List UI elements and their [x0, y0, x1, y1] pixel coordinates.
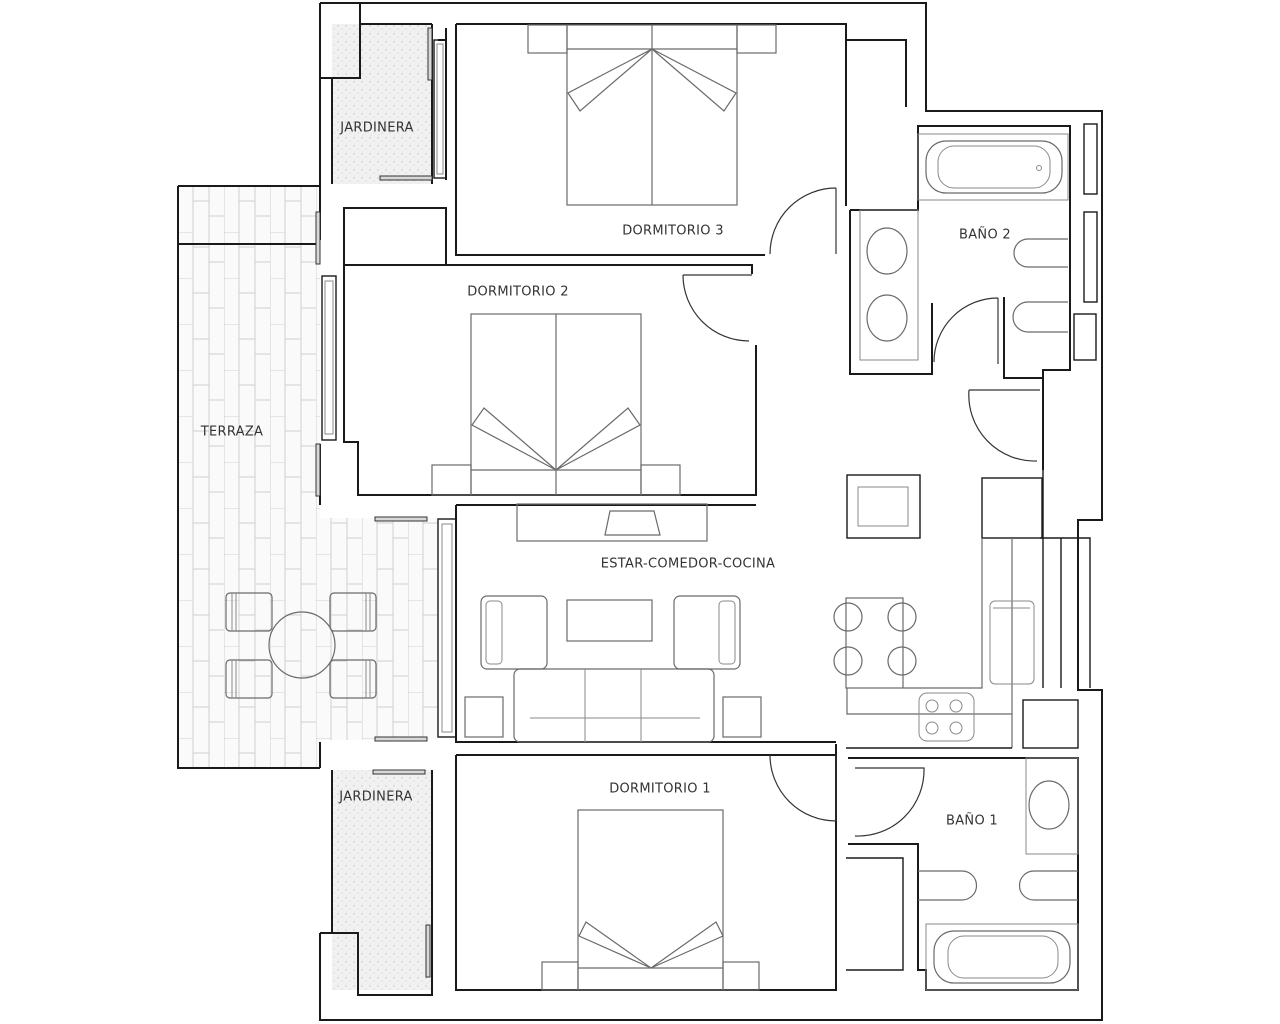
dining-table [833, 597, 917, 689]
room-label-dormitorio-2: DORMITORIO 2 [467, 284, 569, 300]
double-bed [527, 24, 777, 206]
sofa [513, 668, 715, 743]
planter-top [319, 3, 433, 184]
bathroom-2 [849, 111, 1103, 379]
outer-walls [315, 2, 1103, 1021]
room-label-jardinera-top: JARDINERA [340, 120, 414, 136]
terrace [177, 185, 438, 769]
room-label-dormitorio-3: DORMITORIO 3 [622, 223, 724, 239]
double-bed [541, 809, 760, 991]
living-dining-kitchen [437, 378, 1091, 749]
room-label-terraza: TERRAZA [200, 424, 264, 440]
room-label-dormitorio-1: DORMITORIO 1 [609, 781, 711, 797]
bedroom-2 [321, 207, 757, 496]
bedroom-1 [455, 744, 837, 991]
room-label-bano-1: BAÑO 1 [946, 813, 998, 829]
bedroom-3 [433, 23, 907, 256]
double-bed [431, 313, 681, 496]
armchair [480, 595, 548, 670]
room-label-jardinera-bottom: JARDINERA [339, 789, 413, 805]
room-label-bano-2: BAÑO 2 [959, 227, 1011, 243]
armchair [673, 595, 741, 670]
bathroom-1 [846, 757, 1079, 991]
patio-table-set [225, 592, 377, 699]
room-label-estar-comedor-cocina: ESTAR-COMEDOR-COCINA [600, 556, 776, 572]
planter-bottom [320, 769, 433, 996]
kitchen-counter [846, 470, 1091, 749]
